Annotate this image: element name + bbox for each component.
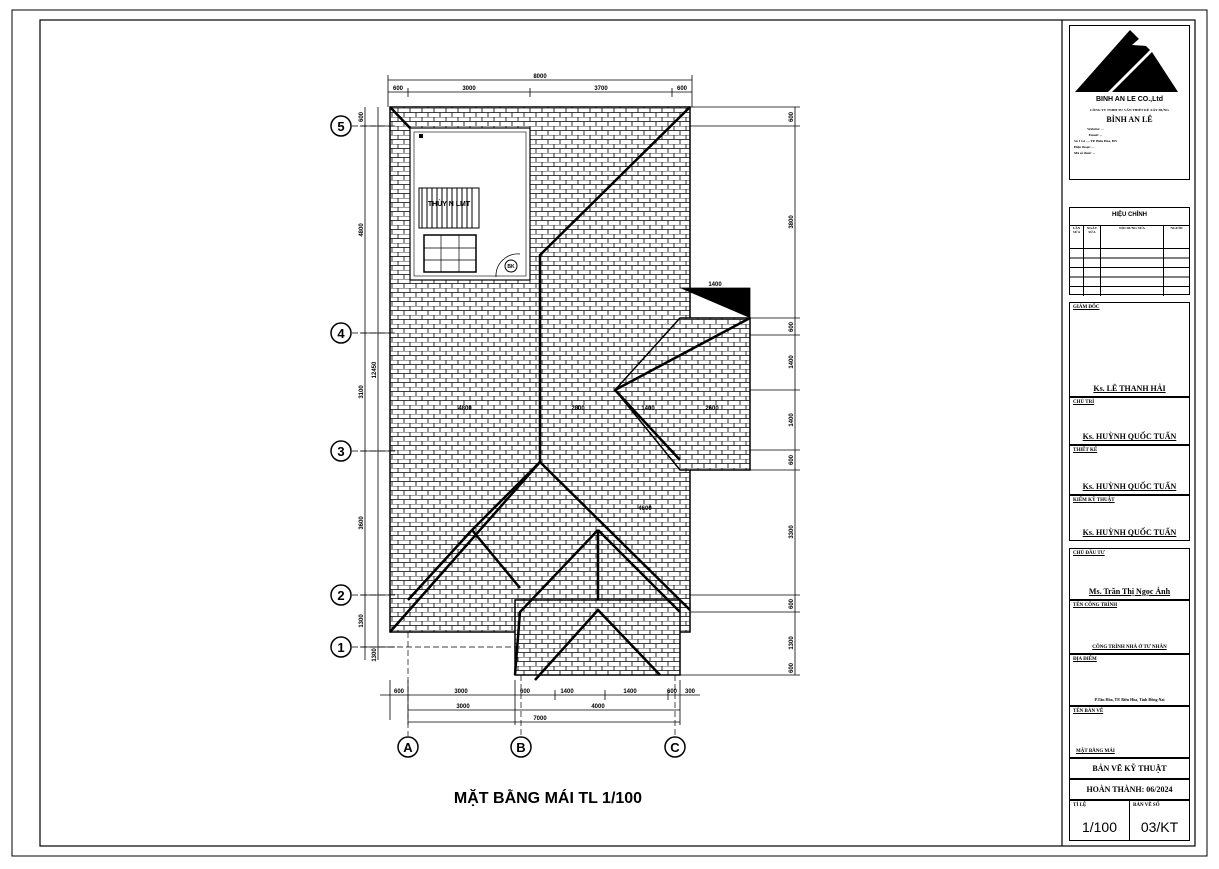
- svg-text:600: 600: [677, 86, 688, 92]
- water-tank-label: BK: [507, 264, 515, 270]
- svg-text:3000: 3000: [462, 86, 476, 92]
- svg-text:600: 600: [789, 598, 795, 609]
- grid-row-3-bubble: [330, 440, 352, 462]
- dimension-labels: 8000 600 3000 3700 600 600 3000 600 1400…: [393, 74, 722, 722]
- svg-text:3100: 3100: [359, 385, 365, 399]
- svg-text:3700: 3700: [594, 86, 608, 92]
- grid-col-a-bubble: [397, 736, 419, 758]
- grid-col-label: C: [670, 740, 680, 755]
- svg-text:4800: 4800: [359, 223, 365, 237]
- svg-text:4000: 4000: [591, 704, 605, 710]
- svg-text:3000: 3000: [456, 704, 470, 710]
- grid-axes: [352, 125, 676, 736]
- svg-text:4600: 4600: [638, 506, 652, 512]
- svg-text:12450: 12450: [372, 361, 378, 378]
- svg-text:600: 600: [789, 662, 795, 673]
- grid-row-label: 4: [337, 326, 345, 341]
- svg-text:3600: 3600: [359, 516, 365, 530]
- svg-text:1400: 1400: [708, 282, 722, 288]
- grid-row-label: 3: [337, 444, 344, 459]
- drawing-type: BẢN VẼ KỸ THUẬT: [1069, 758, 1190, 779]
- svg-text:7000: 7000: [533, 716, 547, 722]
- grid-col-label: B: [516, 740, 525, 755]
- svg-text:1300: 1300: [372, 648, 378, 662]
- grid-col-c-bubble: [664, 736, 686, 758]
- svg-text:1300: 1300: [789, 636, 795, 650]
- svg-text:600: 600: [394, 689, 405, 695]
- svg-text:600: 600: [520, 689, 531, 695]
- svg-text:600: 600: [667, 689, 678, 695]
- drawing-title: MẶT BẰNG MÁI TL 1/100: [454, 788, 642, 807]
- svg-text:4800: 4800: [458, 406, 472, 412]
- svg-text:1400: 1400: [560, 689, 574, 695]
- svg-text:3300: 3300: [789, 525, 795, 539]
- sheet-border: [11, 9, 1208, 857]
- svg-text:3800: 3800: [789, 215, 795, 229]
- grid-row-5-bubble: [330, 115, 352, 137]
- svg-text:1400: 1400: [789, 355, 795, 369]
- grid-row-1-bubble: [330, 636, 352, 658]
- svg-text:8000: 8000: [533, 74, 547, 80]
- roof-tiles: [389, 106, 751, 676]
- solar-heater-label: THÙY N LMT: [428, 199, 471, 208]
- grid-row-label: 2: [337, 588, 344, 603]
- grid-col-label: A: [403, 740, 413, 755]
- svg-text:2600: 2600: [705, 406, 719, 412]
- roof-ridges: [389, 106, 751, 681]
- svg-text:300: 300: [685, 689, 696, 695]
- company-block: BINH AN LE CO.,Ltd CÔNG TY TNHH TƯ VẤN T…: [1069, 25, 1190, 180]
- company-logo: [1075, 30, 1178, 92]
- svg-text:600: 600: [789, 454, 795, 465]
- svg-text:600: 600: [789, 111, 795, 122]
- svg-text:600: 600: [789, 321, 795, 332]
- drawing-frame: [39, 19, 1196, 847]
- svg-text:2800: 2800: [571, 406, 585, 412]
- svg-text:1400: 1400: [641, 406, 655, 412]
- svg-text:1400: 1400: [623, 689, 637, 695]
- svg-text:3000: 3000: [454, 689, 468, 695]
- completion-date: HOÀN THÀNH: 06/2024: [1069, 779, 1190, 800]
- grid-row-label: 1: [337, 640, 344, 655]
- svg-text:600: 600: [359, 111, 365, 122]
- grid-col-b-bubble: [510, 736, 532, 758]
- revision-table: HIỆU CHỈNH LẦN SỬA NGÀY SỬA NỘI DUNG SỬA…: [1069, 207, 1190, 296]
- svg-text:600: 600: [393, 86, 404, 92]
- grid-row-label: 5: [337, 119, 344, 134]
- grid-row-2-bubble: [330, 584, 352, 606]
- dimension-lines: [360, 75, 800, 725]
- grid-row-4-bubble: [330, 322, 352, 344]
- svg-text:1300: 1300: [359, 614, 365, 628]
- svg-text:1400: 1400: [789, 413, 795, 427]
